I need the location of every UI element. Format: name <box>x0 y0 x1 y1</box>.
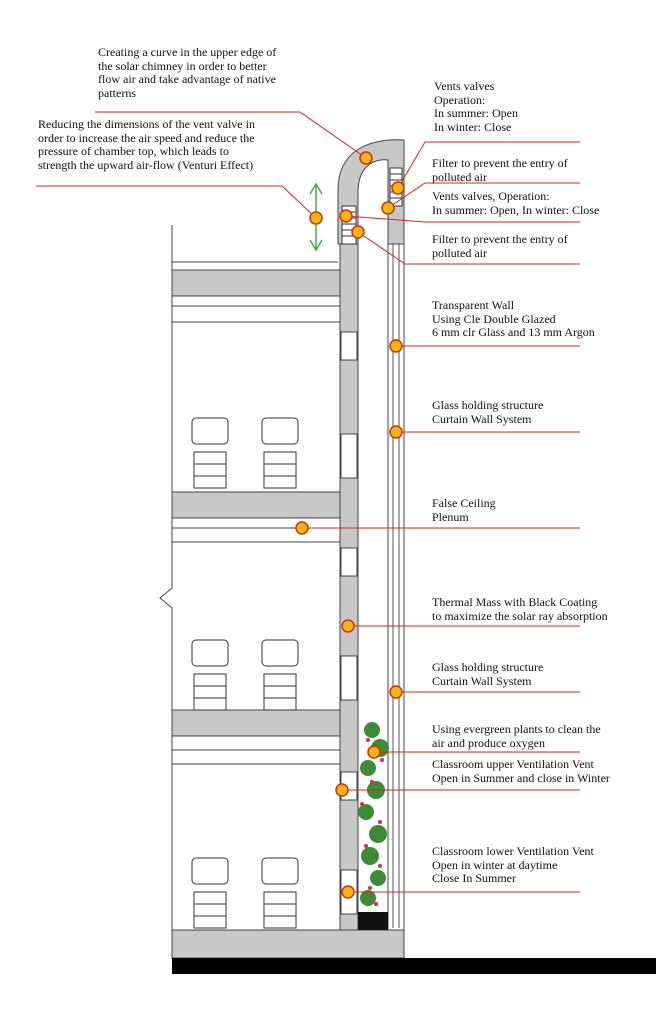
label-upper-vent: Classroom upper Ventilation Vent Open in… <box>432 757 610 785</box>
roof-slab <box>171 269 341 297</box>
leader-line-venturi <box>36 185 317 219</box>
ceiling-lines <box>172 261 340 765</box>
label-curve: Creating a curve in the upper edge of th… <box>98 45 277 100</box>
label-glass-structure-2: Glass holding structure Curtain Wall Sys… <box>432 660 544 688</box>
label-false-ceiling: False Ceiling Plenum <box>432 496 496 524</box>
label-glass-structure-1: Glass holding structure Curtain Wall Sys… <box>432 398 544 426</box>
label-filter-top: Filter to prevent the entry of polluted … <box>432 156 568 184</box>
glazing-mullions <box>392 244 400 928</box>
callout-marker-transparent-wall <box>389 339 403 353</box>
callout-marker-vents-mid <box>339 209 353 223</box>
leader-line-filter-top <box>387 182 580 209</box>
callout-marker-thermal-mass <box>341 619 355 633</box>
callout-markers <box>295 151 405 899</box>
leader-line-vents-top <box>397 141 580 189</box>
classroom-desks <box>191 417 299 929</box>
floor-slab-1 <box>171 491 341 519</box>
building-structure <box>159 139 405 959</box>
floor-slab-2 <box>171 709 341 737</box>
callout-marker-upper-vent <box>335 783 349 797</box>
callout-marker-glass-structure-1 <box>389 425 403 439</box>
callout-marker-curve <box>359 151 373 165</box>
callout-marker-venturi <box>309 211 323 225</box>
callout-marker-vents-top <box>391 181 405 195</box>
plants <box>358 722 389 930</box>
leader-line-filter-mid <box>357 231 580 265</box>
base-slab <box>171 929 405 959</box>
callout-marker-filter-top <box>381 201 395 215</box>
label-plants: Using evergreen plants to clean the air … <box>432 722 601 750</box>
label-vents-top: Vents valves Operation: In summer: Open … <box>434 79 518 134</box>
label-venturi: Reducing the dimensions of the vent valv… <box>38 117 255 172</box>
callout-marker-false-ceiling <box>295 521 309 535</box>
label-filter-mid: Filter to prevent the entry of polluted … <box>432 232 568 260</box>
ground-bar <box>172 958 656 974</box>
callout-marker-glass-structure-2 <box>389 685 403 699</box>
label-lower-vent: Classroom lower Ventilation Vent Open in… <box>432 844 594 885</box>
leader-line-curve <box>95 111 367 159</box>
leader-lines <box>36 111 580 893</box>
callout-marker-lower-vent <box>341 885 355 899</box>
callout-marker-plants <box>367 745 381 759</box>
leader-line-vents-mid <box>345 215 580 223</box>
label-vents-mid: Vents valves, Operation: In summer: Open… <box>432 189 600 217</box>
callout-marker-filter-mid <box>351 225 365 239</box>
label-thermal-mass: Thermal Mass with Black Coating to maxim… <box>432 595 608 623</box>
label-transparent-wall: Transparent Wall Using Cle Double Glazed… <box>432 298 595 339</box>
